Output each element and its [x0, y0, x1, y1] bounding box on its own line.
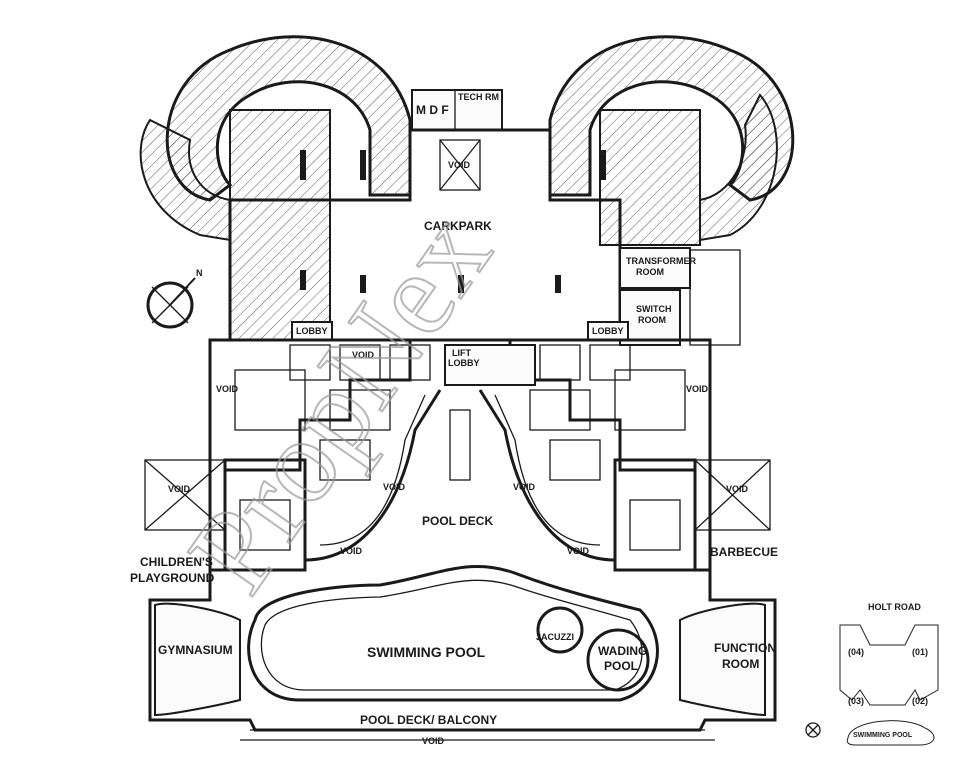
label-void-left-mid: VOID: [168, 484, 191, 494]
label-lift-lobby-2: LOBBY: [448, 358, 480, 368]
key-plan-block-02: (02): [912, 696, 928, 706]
label-wading-pool-1: WADING: [598, 644, 647, 658]
side-annex: [689, 249, 741, 346]
label-void-center: VOID: [352, 350, 375, 360]
label-tech-rm: TECH RM: [458, 92, 499, 102]
label-void-left-curve: VOID: [383, 482, 406, 492]
label-jacuzzi: JACUZZI: [536, 632, 574, 642]
carpark-area: [228, 109, 701, 342]
label-lobby-right: LOBBY: [592, 326, 624, 336]
gymnasium-room: [154, 602, 241, 717]
swimming-pool: [247, 564, 659, 702]
key-plan-road: HOLT ROAD: [868, 602, 921, 612]
key-plan-building: [839, 624, 939, 706]
label-void-bottom: VOID: [422, 736, 445, 746]
label-void-left-wing: VOID: [216, 384, 239, 394]
left-curved-corridor: [304, 389, 442, 562]
label-lobby-left: LOBBY: [296, 326, 328, 336]
label-barbecue: BARBECUE: [710, 545, 778, 559]
void-left-box: [144, 459, 226, 531]
switch-room: [619, 289, 681, 346]
key-plan: HOLT ROAD (04) (01) (03) (02) SWIMMING P…: [805, 602, 939, 746]
label-void-right-curve: VOID: [513, 482, 536, 492]
key-plan-pool-label: SWIMMING POOL: [853, 732, 913, 739]
void-right-box: [694, 459, 771, 531]
right-ramp: [548, 35, 795, 242]
label-childrens-playground-1: CHILDREN'S: [140, 555, 213, 569]
label-function-room-1: FUNCTION: [714, 641, 776, 655]
transformer-room: [619, 247, 691, 289]
label-void-left-lower: VOID: [340, 546, 363, 556]
key-plan-pool: [846, 720, 935, 746]
label-transformer-room-2: ROOM: [636, 267, 664, 277]
key-plan-block-04: (04): [848, 647, 864, 657]
label-void-top: VOID: [448, 160, 471, 170]
label-transformer-room-1: TRANSFORMER: [626, 256, 696, 266]
label-pool-deck-balcony: POOL DECK/ BALCONY: [360, 713, 497, 727]
label-carpark: CARKPARK: [424, 219, 492, 233]
right-curved-corridor: [478, 389, 616, 562]
void-top-box: [439, 139, 481, 191]
label-swimming-pool: SWIMMING POOL: [367, 644, 486, 660]
label-switch-room-2: ROOM: [638, 315, 666, 325]
label-void-right-wing: VOID: [686, 384, 709, 394]
label-mdf: M D F: [416, 103, 449, 117]
label-void-right-mid: VOID: [726, 484, 749, 494]
label-childrens-playground-2: PLAYGROUND: [130, 571, 215, 585]
label-function-room-2: ROOM: [722, 657, 759, 671]
lift-core: [444, 344, 536, 386]
mdf-room: [411, 89, 503, 131]
key-plan-block-03: (03): [848, 696, 864, 706]
label-lift-lobby-1: LIFT: [452, 348, 471, 358]
key-plan-compass-icon: [805, 722, 821, 738]
function-room: [679, 602, 766, 717]
key-plan-block-01: (01): [912, 647, 928, 657]
label-void-right-lower: VOID: [567, 546, 590, 556]
north-compass: N: [146, 268, 203, 329]
svg-text:N: N: [196, 268, 203, 278]
wading-pool: [586, 628, 650, 692]
label-switch-room-1: SWITCH: [636, 304, 672, 314]
central-stair: [449, 409, 471, 481]
label-gymnasium: GYMNASIUM: [158, 643, 233, 657]
label-pool-deck: POOL DECK: [422, 514, 493, 528]
jacuzzi: [536, 606, 584, 654]
label-wading-pool-2: POOL: [604, 659, 638, 673]
